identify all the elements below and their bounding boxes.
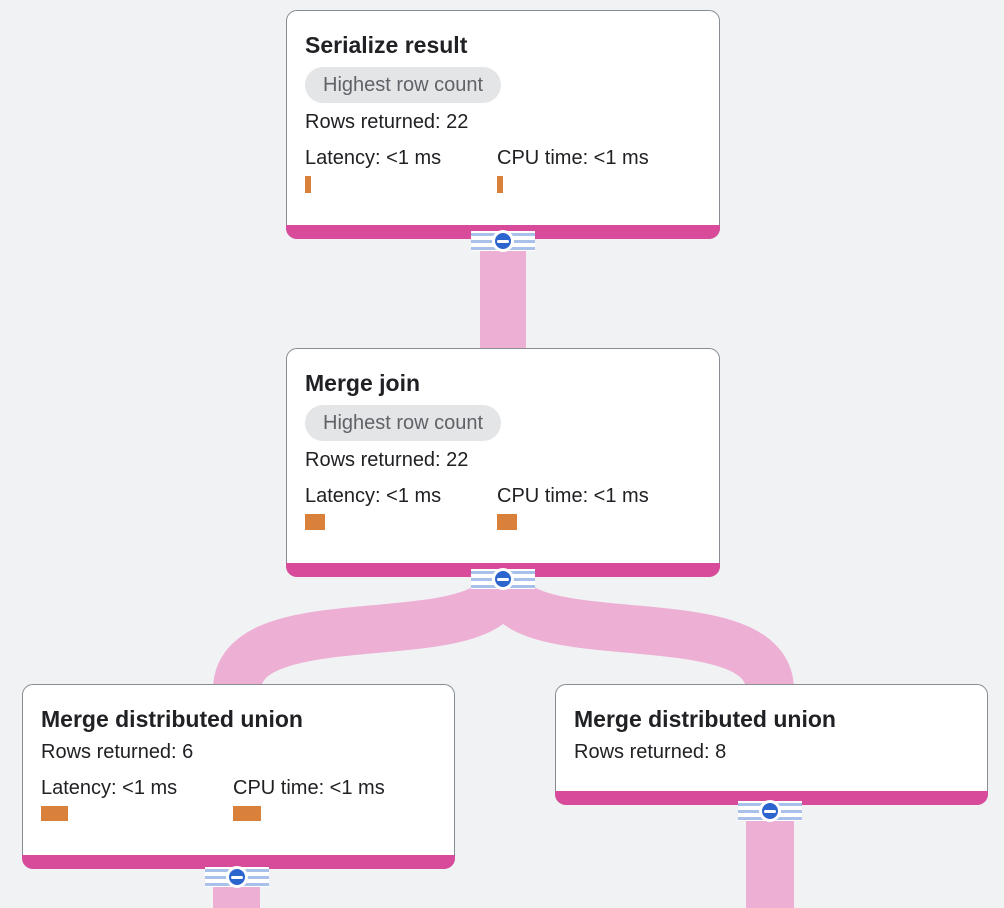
flow-link-serialize-to-mergejoin — [480, 244, 526, 348]
node-title: Merge join — [305, 370, 421, 396]
minus-icon — [497, 577, 509, 581]
latency-bar — [305, 514, 325, 530]
latency-metric: Latency: <1 ms — [305, 146, 497, 193]
cpu-time-metric: CPU time: <1 ms — [497, 484, 689, 530]
node-footer-accent-bar — [555, 791, 988, 805]
plan-node-merge-distributed-union-right[interactable]: Merge distributed union Rows returned: 8 — [555, 684, 988, 805]
rows-returned-text: Rows returned: 22 — [305, 111, 469, 133]
cpu-time-metric: CPU time: <1 ms — [497, 146, 689, 193]
latency-metric: Latency: <1 ms — [305, 484, 497, 530]
collapse-node-button[interactable] — [492, 568, 514, 590]
minus-icon — [231, 875, 243, 879]
highest-row-count-badge: Highest row count — [305, 405, 502, 441]
metrics-row: Latency: <1 ms CPU time: <1 ms — [41, 776, 436, 821]
latency-label: Latency: <1 ms — [305, 147, 442, 169]
rows-returned-text: Rows returned: 22 — [305, 449, 469, 471]
collapse-connector-serialize-result — [471, 230, 535, 252]
metrics-row: Latency: <1 ms CPU time: <1 ms — [305, 146, 701, 193]
latency-metric: Latency: <1 ms — [41, 776, 233, 821]
collapse-connector-union-right — [738, 800, 802, 822]
collapse-connector-merge-join — [471, 568, 535, 590]
metrics-row: Latency: <1 ms CPU time: <1 ms — [305, 484, 701, 530]
rows-returned-text: Rows returned: 8 — [574, 741, 727, 763]
plan-node-serialize-result[interactable]: Serialize result Highest row count Rows … — [286, 10, 720, 239]
flow-link-below-right-union — [746, 814, 794, 908]
highest-row-count-badge: Highest row count — [305, 67, 502, 103]
node-footer-accent-bar — [22, 855, 455, 869]
cpu-time-metric: CPU time: <1 ms — [233, 776, 425, 821]
plan-node-merge-distributed-union-left[interactable]: Merge distributed union Rows returned: 6… — [22, 684, 455, 869]
rows-returned-text: Rows returned: 6 — [41, 741, 194, 763]
cpu-time-bar — [497, 514, 517, 530]
minus-icon — [764, 809, 776, 813]
collapse-connector-union-left — [205, 866, 269, 888]
flow-link-mergejoin-to-right-union — [479, 574, 794, 694]
latency-bar — [305, 176, 311, 193]
cpu-time-label: CPU time: <1 ms — [497, 485, 649, 507]
cpu-time-label: CPU time: <1 ms — [497, 147, 649, 169]
cpu-time-bar — [233, 806, 261, 821]
node-title: Merge distributed union — [41, 706, 303, 732]
node-title: Serialize result — [305, 32, 468, 58]
cpu-time-bar — [497, 176, 503, 193]
plan-node-merge-join[interactable]: Merge join Highest row count Rows return… — [286, 348, 720, 577]
node-title: Merge distributed union — [574, 706, 836, 732]
minus-icon — [497, 239, 509, 243]
latency-label: Latency: <1 ms — [41, 777, 178, 799]
collapse-node-button[interactable] — [492, 230, 514, 252]
collapse-node-button[interactable] — [759, 800, 781, 822]
flow-link-mergejoin-to-left-union — [213, 574, 527, 693]
cpu-time-label: CPU time: <1 ms — [233, 777, 385, 799]
latency-bar — [41, 806, 68, 821]
latency-label: Latency: <1 ms — [305, 485, 442, 507]
collapse-node-button[interactable] — [226, 866, 248, 888]
